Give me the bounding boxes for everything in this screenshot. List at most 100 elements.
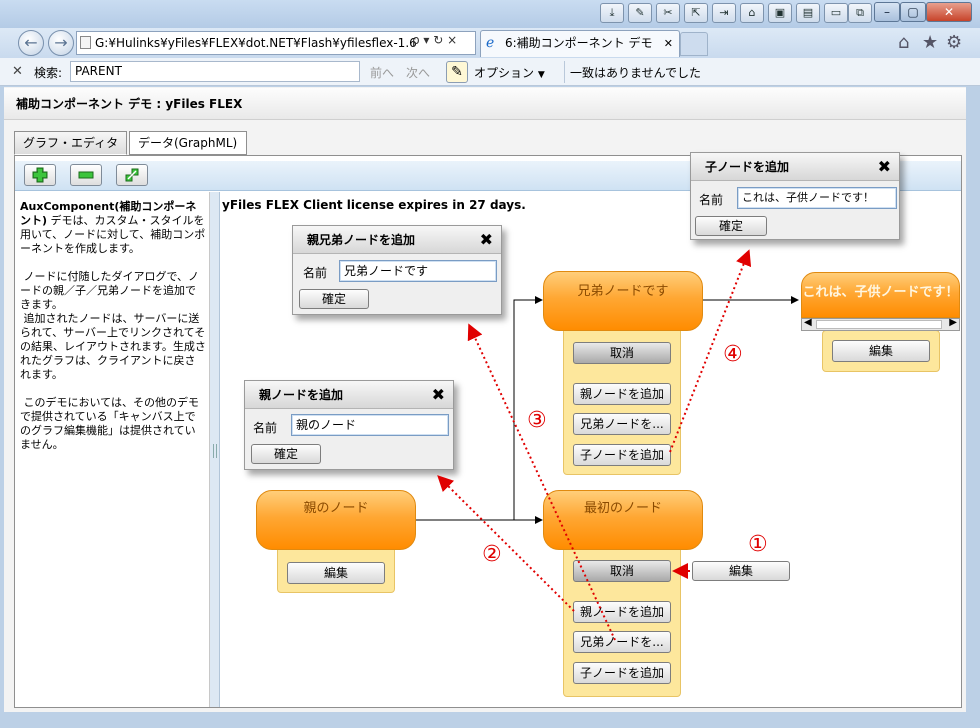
annotation-label: ② [482, 542, 502, 567]
child-name-input[interactable]: これは、子供ノードです！ [737, 187, 897, 209]
arrow-3 [467, 323, 616, 641]
back-button[interactable]: ← [18, 30, 44, 56]
find-prev-button[interactable]: 前へ [370, 66, 395, 80]
plus-icon [32, 167, 48, 183]
parent-edit-button[interactable]: 編集 [287, 562, 385, 584]
tray-button-2[interactable]: ✎ [628, 3, 652, 23]
add-parent-dialog: 親ノードを追加 ✖ 名前 親のノード 確定 [244, 380, 454, 470]
parent-name-input[interactable]: 親のノード [291, 414, 449, 436]
tab-graph-editor[interactable]: グラフ・エディタ [14, 131, 127, 155]
add-node-button[interactable] [24, 164, 56, 186]
new-tab-button[interactable] [680, 32, 708, 56]
tray-button-4[interactable]: ⇱ [684, 3, 708, 23]
dialog-title-text: 親兄弟ノードを追加 [307, 233, 416, 247]
sibling-add-child-button[interactable]: 子ノードを追加 [573, 444, 671, 466]
description-body: デモは、カスタム・スタイルを用いて、ノードに対して、補助コンポーネントを作成しま… [20, 214, 206, 451]
add-sibling-dialog: 親兄弟ノードを追加 ✖ 名前 兄弟ノードです 確定 [292, 225, 502, 315]
find-next-button[interactable]: 次へ [406, 66, 431, 80]
first-add-parent-button[interactable]: 親ノードを追加 [573, 601, 671, 623]
tray-button-5[interactable]: ⇥ [712, 3, 736, 23]
options-label: オプション [474, 66, 535, 80]
node-label: 最初のノード [583, 501, 662, 516]
close-icon[interactable]: ✖ [431, 385, 445, 404]
highlight-icon[interactable]: ✎ [446, 61, 468, 83]
browser-tab-active[interactable]: ℯ 6:補助コンポーネント デモ ✕ [480, 30, 680, 57]
first-cancel-button[interactable]: 取消 [573, 560, 671, 582]
dialog-title-text: 子ノードを追加 [705, 160, 790, 174]
child-edit-button[interactable]: 編集 [832, 340, 930, 362]
panel-splitter[interactable] [210, 192, 220, 707]
close-find-icon[interactable]: ✕ [12, 64, 23, 79]
sibling-cancel-button[interactable]: 取消 [573, 342, 671, 364]
close-icon[interactable]: ✖ [479, 230, 493, 249]
parent-node[interactable]: 親のノード [256, 490, 416, 550]
name-label: 名前 [699, 193, 724, 207]
node-label: 親のノード [303, 501, 369, 516]
tray-button-9[interactable]: ▭ [824, 3, 848, 23]
add-child-dialog: 子ノードを追加 ✖ 名前 これは、子供ノードです！ 確定 [690, 152, 900, 240]
back-arrow-icon: ← [24, 33, 38, 52]
tray-button-8[interactable]: ▤ [796, 3, 820, 23]
scroll-right-icon[interactable]: ▶ [949, 317, 957, 328]
sibling-node[interactable]: 兄弟ノードです [543, 271, 703, 331]
page-icon [80, 36, 91, 49]
fit-view-button[interactable] [116, 164, 148, 186]
find-label: 検索: [34, 66, 63, 80]
address-text: G:¥Hulinks¥yFiles¥FLEX¥dot.NET¥Flash¥yfi… [95, 36, 417, 50]
name-label: 名前 [303, 266, 328, 280]
find-input[interactable]: PARENT [70, 61, 360, 82]
sibling-ok-button[interactable]: 確定 [299, 289, 369, 309]
chevron-down-icon: ▼ [537, 70, 545, 80]
expand-icon [125, 168, 139, 182]
description-sidebar [15, 192, 210, 707]
minimize-button[interactable]: – [874, 2, 900, 22]
home-icon[interactable]: ⌂ [898, 32, 910, 53]
sibling-name-input[interactable]: 兄弟ノードです [339, 260, 497, 282]
tray-button-1[interactable]: ⤓ [600, 3, 624, 23]
annotation-label: ① [748, 532, 768, 557]
favorites-star-icon[interactable]: ★ [922, 32, 939, 53]
dialog-title-text: 親ノードを追加 [259, 388, 344, 402]
sibling-add-sibling-button[interactable]: 兄弟ノードを... [573, 413, 671, 435]
first-add-sibling-button[interactable]: 兄弟ノードを... [573, 631, 671, 653]
address-controls[interactable]: ρ ▾ ↻ × [412, 33, 458, 47]
close-window-button[interactable]: ✕ [926, 2, 972, 22]
arrow-4 [669, 249, 752, 453]
floating-edit-button[interactable]: 編集 [692, 561, 790, 581]
first-add-child-button[interactable]: 子ノードを追加 [573, 662, 671, 684]
forward-button[interactable]: → [48, 30, 74, 56]
address-bar[interactable]: G:¥Hulinks¥yFiles¥FLEX¥dot.NET¥Flash¥yfi… [76, 31, 476, 55]
parent-ok-button[interactable]: 確定 [251, 444, 321, 464]
tray-button-3[interactable]: ✂ [656, 3, 680, 23]
annotation-label: ③ [527, 408, 547, 433]
license-notice: yFiles FLEX Client license expires in 27… [222, 198, 526, 212]
remove-node-button[interactable] [70, 164, 102, 186]
description-text: AuxComponent(補助コンポーネント) デモは、カスタム・スタイルを用い… [20, 200, 206, 452]
tab-title: 6:補助コンポーネント デモ [505, 36, 653, 50]
name-label: 名前 [253, 421, 278, 435]
splitter-grip[interactable] [213, 444, 217, 458]
tab-close-icon[interactable]: ✕ [663, 37, 673, 50]
dialog-title: 親兄弟ノードを追加 [293, 226, 501, 254]
sibling-add-parent-button[interactable]: 親ノードを追加 [573, 383, 671, 405]
maximize-button[interactable]: ▢ [900, 2, 926, 22]
child-node-scrollbar[interactable]: ◀ ▶ [801, 317, 960, 331]
child-ok-button[interactable]: 確定 [695, 216, 767, 236]
close-icon[interactable]: ✖ [877, 157, 891, 176]
gear-icon[interactable]: ⚙ [946, 32, 963, 53]
app-header-title: 補助コンポーネント デモ : yFiles FLEX [4, 88, 966, 120]
child-node[interactable]: これは、子供ノードです！ [801, 272, 960, 318]
minus-icon [78, 171, 94, 179]
tray-button-7[interactable]: ▣ [768, 3, 792, 23]
first-node[interactable]: 最初のノード [543, 490, 703, 550]
find-status: 一致はありませんでした [570, 66, 702, 80]
scroll-track[interactable] [816, 320, 942, 329]
description-bold: AuxComponent(補助コンポーネント) [20, 200, 197, 227]
scroll-left-icon[interactable]: ◀ [804, 317, 812, 328]
tab-graphml-data[interactable]: データ(GraphML) [129, 131, 247, 155]
tray-button-10[interactable]: ⧉ [848, 3, 872, 23]
options-button[interactable]: オプション ▼ [474, 64, 545, 81]
dialog-title: 子ノードを追加 [691, 153, 899, 181]
tray-button-6[interactable]: ⌂ [740, 3, 764, 23]
